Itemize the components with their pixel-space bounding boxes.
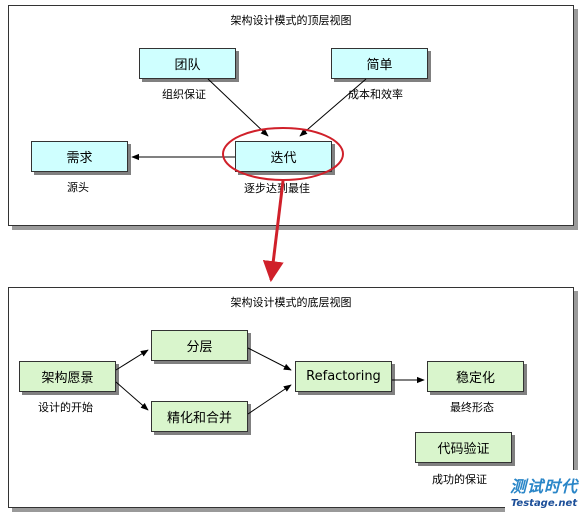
node-iteration-label: 迭代: [270, 151, 297, 166]
node-simple-caption: 成本和效率: [348, 88, 403, 101]
arrow-vision-to-refine: [115, 381, 149, 411]
highlight-ellipse: [222, 127, 344, 181]
node-team-caption: 组织保证: [162, 88, 206, 101]
node-simple-label: 简单: [366, 58, 393, 73]
node-simple: 简单: [331, 48, 428, 79]
arrow-team-to-iteration: [207, 78, 269, 137]
arrow-vision-to-layering: [115, 349, 149, 371]
node-iteration: 迭代: [235, 141, 332, 172]
node-refactoring: Refactoring: [295, 361, 392, 392]
node-stabilize-caption: 最终形态: [450, 401, 494, 414]
arrow-top-to-bottom: [262, 180, 285, 283]
node-refactoring-label: Refactoring: [306, 369, 381, 384]
watermark-cn: 测试时代: [509, 477, 578, 496]
node-requirement: 需求: [31, 141, 128, 172]
bottom-view-title: 架构设计模式的底层视图: [230, 296, 352, 309]
node-requirement-caption: 源头: [67, 181, 89, 194]
node-code-verify: 代码验证: [415, 432, 512, 463]
node-vision: 架构愿景: [19, 361, 116, 392]
node-requirement-label: 需求: [66, 151, 93, 166]
arrow-simple-to-iteration: [299, 78, 367, 137]
node-code-verify-caption: 成功的保证: [432, 473, 487, 486]
node-team-label: 团队: [174, 58, 201, 73]
arrow-layering-to-refactoring: [247, 347, 292, 371]
bottom-view-panel: 架构设计模式的底层视图: [8, 287, 574, 508]
node-stabilize-label: 稳定化: [455, 371, 495, 386]
node-vision-caption: 设计的开始: [38, 401, 93, 414]
top-view-title: 架构设计模式的顶层视图: [230, 14, 352, 27]
watermark-en: Testage.net: [510, 498, 578, 509]
node-stabilize: 稳定化: [427, 361, 524, 392]
watermark-logo: 测试时代 Testage.net: [505, 470, 583, 512]
node-code-verify-label: 代码验证: [437, 442, 490, 457]
top-view-panel: 架构设计模式的顶层视图: [8, 5, 574, 226]
node-layering: 分层: [151, 330, 248, 361]
node-vision-label: 架构愿景: [41, 371, 94, 386]
node-layering-label: 分层: [186, 340, 213, 355]
node-refine-merge: 精化和合并: [151, 401, 248, 432]
node-iteration-caption: 逐步达到最佳: [244, 182, 310, 195]
node-team: 团队: [139, 48, 236, 79]
node-refine-merge-label: 精化和合并: [166, 411, 232, 426]
arrow-refine-to-refactoring: [247, 384, 292, 415]
